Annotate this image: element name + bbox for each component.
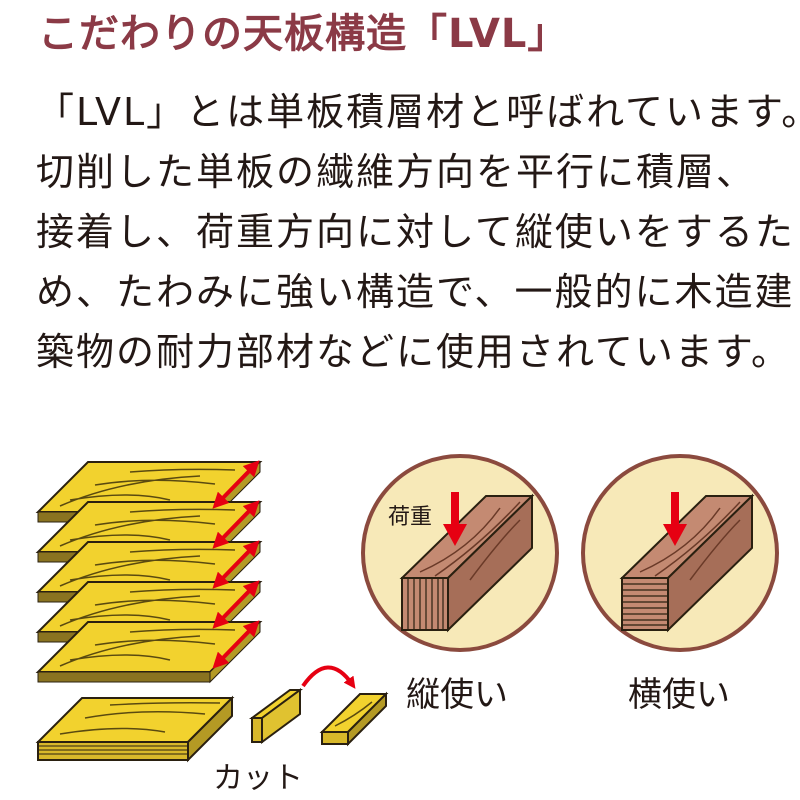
description-line: 接着し、荷重方向に対して縦使いをするた bbox=[36, 210, 795, 254]
horizontal-use-diagram bbox=[581, 454, 779, 652]
horizontal-use-label: 横使い bbox=[628, 675, 730, 715]
page-title: こだわりの天板構造「LVL」 bbox=[38, 11, 569, 57]
cut-stick-rotated bbox=[319, 691, 389, 747]
cut-stick bbox=[248, 688, 304, 744]
description: 「LVL」とは単板積層材と呼ばれています。 切削した単板の繊維方向を平行に積層、… bbox=[36, 82, 800, 382]
rotate-arrow-icon bbox=[301, 665, 356, 689]
vertical-use-diagram: 荷重 bbox=[361, 454, 559, 652]
load-arrow-icon bbox=[663, 492, 687, 546]
stacking-arrows bbox=[212, 460, 260, 669]
load-arrow-icon bbox=[443, 492, 467, 546]
vertical-use-label: 縦使い bbox=[406, 675, 508, 715]
description-line: 切削した単板の繊維方向を平行に積層、 bbox=[36, 150, 757, 194]
load-label: 荷重 bbox=[388, 505, 432, 530]
description-line: 築物の耐力部材などに使用されています。 bbox=[36, 330, 792, 374]
cut-label: カット bbox=[213, 761, 303, 796]
description-line: め、たわみに強い構造で、一般的に木造建 bbox=[36, 270, 795, 314]
laminated-board bbox=[35, 695, 235, 763]
description-line: 「LVL」とは単板積層材と呼ばれています。 bbox=[36, 90, 800, 134]
